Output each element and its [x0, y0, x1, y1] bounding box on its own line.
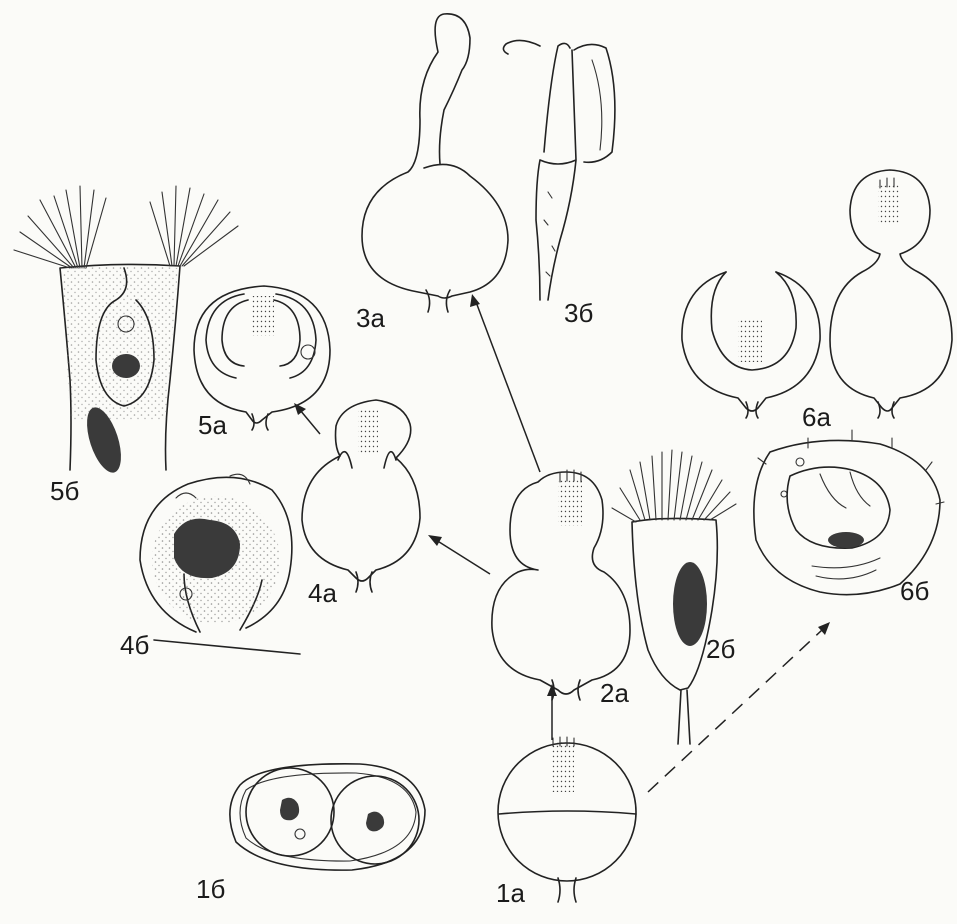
stage-4a-budding	[302, 400, 420, 592]
arrow-2a-to-4a	[428, 535, 490, 574]
arrow-1a-to-2a	[547, 684, 557, 740]
ciliary-field	[558, 478, 582, 526]
tentacle-bundle-right	[150, 186, 238, 266]
stage-6b-capsule	[754, 430, 944, 595]
stage-2a-budding	[492, 470, 630, 700]
label-4a: 4а	[308, 580, 337, 606]
label-1b: 1б	[196, 876, 225, 902]
arrow-2a-to-3a	[470, 294, 540, 472]
stage-2b-ciliate	[612, 450, 736, 744]
label-3a: 3а	[356, 305, 385, 331]
label-5a: 5а	[198, 412, 227, 438]
stage-1b-cyst	[230, 764, 425, 870]
label-6b: 6б	[900, 578, 929, 604]
label-6a: 6а	[802, 404, 831, 430]
stage-6a-left	[682, 272, 820, 418]
arrow-1a-to-6b-dashed	[648, 622, 830, 792]
ciliary-field	[552, 742, 574, 792]
label-2a: 2а	[600, 680, 629, 706]
tentacles	[612, 450, 736, 522]
label-2b: 2б	[706, 636, 735, 662]
label-3b: 3б	[564, 300, 593, 326]
label-5b: 5б	[50, 478, 79, 504]
label-4b: 4б	[120, 632, 149, 658]
tentacle-bundle-left	[14, 186, 106, 268]
stage-3a-necked	[362, 14, 508, 312]
stage-5a-capsule	[194, 286, 330, 430]
label-1a: 1а	[496, 880, 525, 906]
arrow-4a-to-5a	[294, 403, 320, 434]
stage-4b-cell	[140, 474, 300, 654]
stage-3b-stalk	[503, 40, 614, 300]
stage-6a-right	[830, 170, 952, 418]
